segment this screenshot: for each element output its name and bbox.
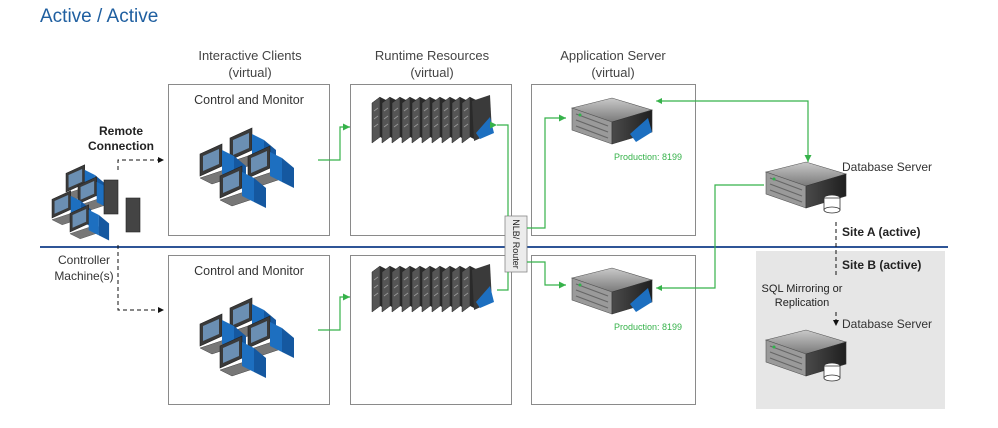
database-server-label-top: Database Server [842, 160, 933, 174]
database-server-top-icon [765, 161, 847, 214]
mirroring-line1: SQL Mirroring or [761, 283, 843, 295]
client-workstations-top [199, 127, 295, 209]
remote-connection-line2: Connection [88, 139, 154, 153]
column-header-runtime: Runtime Resources (virtual) [352, 47, 512, 81]
column-header-clients-line2: (virtual) [228, 65, 272, 80]
appserver-db-link-top [658, 100, 812, 162]
controller-line2: Machine(s) [54, 269, 114, 283]
remote-connection-arrow-top [117, 157, 164, 170]
clients-runtime-link-top [318, 123, 350, 161]
remote-connection-arrow-bottom [117, 245, 164, 313]
runtime-servers-top [371, 95, 494, 144]
site-b-area [756, 251, 945, 409]
runtime-servers-bottom [371, 264, 494, 313]
router-appserver-link-top [527, 114, 566, 229]
router-box [504, 215, 528, 273]
mirroring-label: SQL Mirroring or Replication [756, 282, 848, 310]
mirroring-line2: Replication [774, 297, 830, 309]
clients-runtime-link-bottom [318, 293, 350, 331]
remote-connection-line1: Remote [98, 124, 143, 138]
production-label-top: Production: 8199 [614, 152, 683, 162]
column-header-clients: Interactive Clients (virtual) [170, 47, 330, 81]
controller-machines-icon [51, 164, 141, 241]
database-server-bottom-icon [765, 329, 847, 382]
app-server-bottom-icon [571, 267, 653, 315]
column-header-appserver-line1: Application Server [560, 48, 666, 63]
control-monitor-label-top: Control and Monitor [194, 93, 304, 107]
site-a-label: Site A (active) [842, 225, 921, 239]
controller-label: Controller Machine(s) [44, 252, 124, 284]
column-header-runtime-line1: Runtime Resources [374, 48, 490, 63]
column-header-appserver-line2: (virtual) [591, 65, 635, 80]
remote-connection-label: Remote Connection [88, 124, 154, 154]
page-title: Active / Active [40, 6, 159, 27]
controller-line1: Controller [57, 253, 111, 267]
router-appserver-link-bottom [527, 261, 566, 289]
production-label-bottom: Production: 8199 [614, 322, 683, 332]
appserver-db-link-bottom [658, 184, 764, 289]
runtime-router-link-top [489, 121, 509, 216]
column-header-runtime-line2: (virtual) [410, 65, 454, 80]
column-header-clients-line1: Interactive Clients [198, 48, 302, 63]
database-server-label-bottom: Database Server [842, 317, 933, 331]
router-label: NLB/ Router [511, 219, 521, 269]
runtime-router-link-bottom [497, 272, 509, 291]
client-workstations-bottom [199, 297, 295, 379]
site-b-label: Site B (active) [842, 258, 922, 272]
column-header-appserver: Application Server (virtual) [530, 47, 696, 81]
clients-box-bottom: Control and Monitor [168, 255, 330, 405]
app-server-top-icon [571, 97, 653, 145]
control-monitor-label-bottom: Control and Monitor [194, 264, 304, 278]
